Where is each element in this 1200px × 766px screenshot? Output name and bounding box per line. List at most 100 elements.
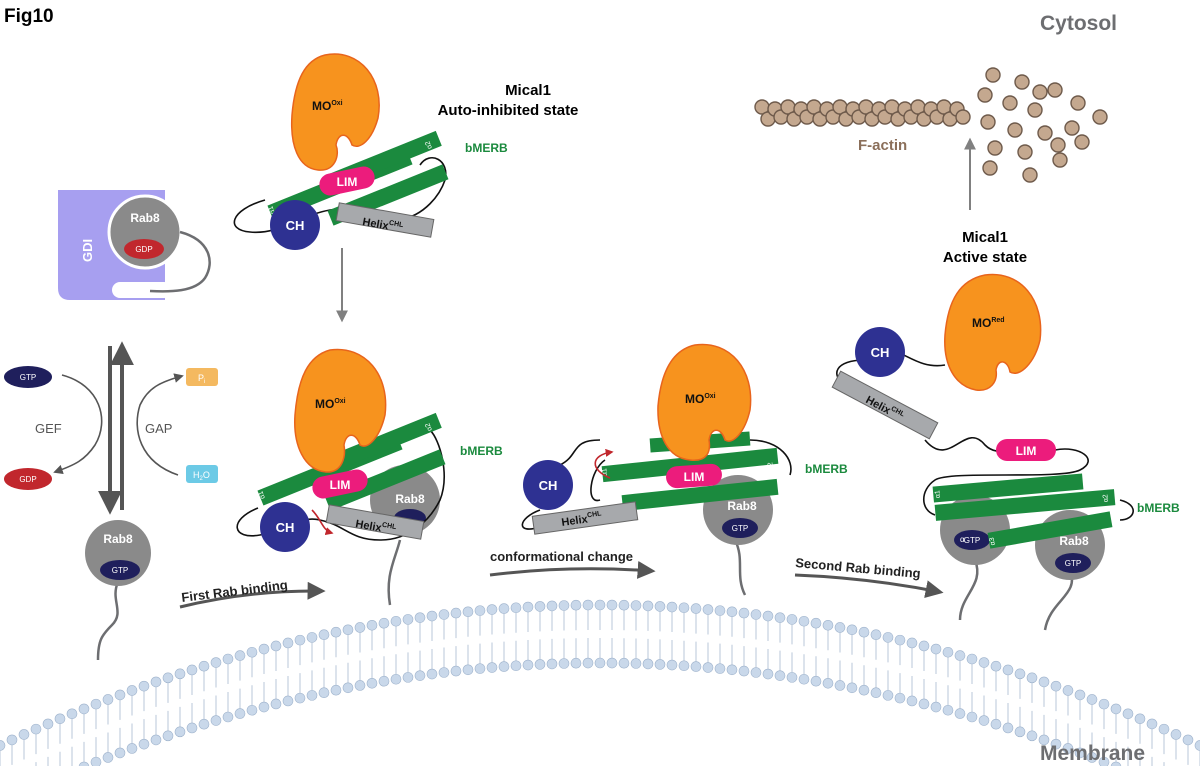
lipid-head <box>174 668 186 680</box>
membrane-label: Membrane <box>1040 742 1145 765</box>
lipid-head <box>1086 752 1098 763</box>
f-actin-label: F-actin <box>858 137 907 154</box>
lipid-head <box>978 715 990 726</box>
lipid-head <box>474 663 486 674</box>
bmerb-a2-label: α2 <box>424 422 434 432</box>
f-actin-filament <box>754 67 1108 183</box>
lipid-head <box>558 658 570 669</box>
lipid-head <box>498 661 510 672</box>
bmerb-a1-label: α1 <box>267 205 277 215</box>
helix-chl-sup: CHL <box>587 510 603 519</box>
lipid-head <box>750 609 762 620</box>
lipid-head <box>942 646 954 658</box>
ch-label: CH <box>871 345 890 360</box>
lipid-head <box>570 599 582 611</box>
bmerb-helix-a1 <box>932 473 1084 503</box>
lipid-head <box>378 617 390 629</box>
lipid-head <box>390 673 402 685</box>
lipid-head <box>114 747 126 759</box>
lipid-head <box>246 704 258 716</box>
lipid-head <box>366 677 378 689</box>
bmerb-label: bMERB <box>805 462 848 476</box>
bmerb-a1-label: α1 <box>257 490 267 500</box>
lipid-head <box>282 695 294 707</box>
first-rab-binding-arrow <box>179 581 326 609</box>
lipid-head <box>318 629 330 641</box>
lipid-head <box>738 665 750 677</box>
actin-monomer <box>1052 152 1068 168</box>
lipid-head <box>342 682 354 694</box>
lipid-head <box>66 708 78 720</box>
lipid-head <box>1014 668 1026 680</box>
lipid-head <box>786 672 798 683</box>
lipid-head <box>990 718 1002 730</box>
mo-oxi-domain <box>290 53 380 171</box>
lipid-head <box>450 665 462 677</box>
lipid-head <box>1086 694 1098 705</box>
pi-subscript: i <box>204 379 205 385</box>
lipid-head <box>534 601 546 612</box>
lipid-head <box>378 675 390 687</box>
lipid-head <box>486 662 498 673</box>
lipid-head <box>234 708 246 719</box>
lim-domain <box>319 166 375 196</box>
lipid-head <box>966 653 978 665</box>
lipid-head <box>126 685 138 696</box>
h2o-o-label: O <box>203 470 210 480</box>
rab8-a-gtp-fragment: α <box>960 535 965 544</box>
gdi-label: GDI <box>80 239 95 262</box>
actin-monomer <box>980 114 996 130</box>
lipid-head <box>1098 756 1110 766</box>
lipid-head <box>954 708 966 719</box>
lipid-head <box>354 622 366 633</box>
gtp-on-rab8 <box>100 560 140 580</box>
bmerb-a2-label: α2 <box>1102 494 1110 503</box>
ch-label: CH <box>286 218 305 233</box>
conformational-change-arrow <box>489 560 656 579</box>
lipid-head <box>414 612 426 623</box>
lipid-head <box>174 726 186 738</box>
lim-domain <box>666 463 722 489</box>
lipid-head <box>1074 747 1086 759</box>
lipid-head <box>258 643 270 655</box>
lipid-head <box>726 664 738 676</box>
actin-monomer <box>1032 84 1048 100</box>
gtp-on-rab8-label: GTP <box>112 566 128 575</box>
lipid-head <box>318 687 330 699</box>
actin-monomer <box>1002 95 1018 111</box>
h2o-icon <box>186 465 218 483</box>
actin-monomer <box>1047 82 1063 98</box>
figure-label: Fig10 <box>4 6 54 27</box>
bmerb-label: bMERB <box>460 444 503 458</box>
pi-icon <box>186 368 218 386</box>
lipid-head <box>678 602 690 614</box>
bmerb-helix-a1 <box>601 447 779 483</box>
mo-red-sup: Red <box>991 317 1004 324</box>
lipid-head <box>1050 680 1062 692</box>
lipid-head <box>1110 761 1122 766</box>
mo-label: MO <box>685 392 704 406</box>
lipid-head <box>222 653 234 665</box>
lipid-head <box>234 650 246 661</box>
lipid-head <box>666 659 678 671</box>
lipid-head <box>1050 738 1062 750</box>
actin-monomer <box>1050 137 1066 153</box>
gtp-on-rab8-b <box>1055 553 1091 573</box>
lipid-head <box>330 684 342 696</box>
mical1-first-rab-bound: Rab8 α1 α2 bMERB LIM HelixCHL CH MOOxi <box>236 348 503 606</box>
rab8-tail <box>96 581 120 661</box>
helix-label: Helix <box>354 518 383 535</box>
lipid-head <box>306 632 318 643</box>
lipid-head <box>102 752 114 763</box>
lipid-head <box>522 601 534 613</box>
lipid-head <box>402 614 414 625</box>
lipid-head <box>462 606 474 618</box>
actin-monomer <box>1037 125 1053 141</box>
mo-label: MO <box>972 316 991 330</box>
lipid-head <box>702 604 714 615</box>
lipid-head <box>198 660 210 672</box>
mo-oxi-domain <box>294 348 387 473</box>
actin-monomer <box>955 109 971 125</box>
gtp-on-rab8-a <box>954 530 990 550</box>
